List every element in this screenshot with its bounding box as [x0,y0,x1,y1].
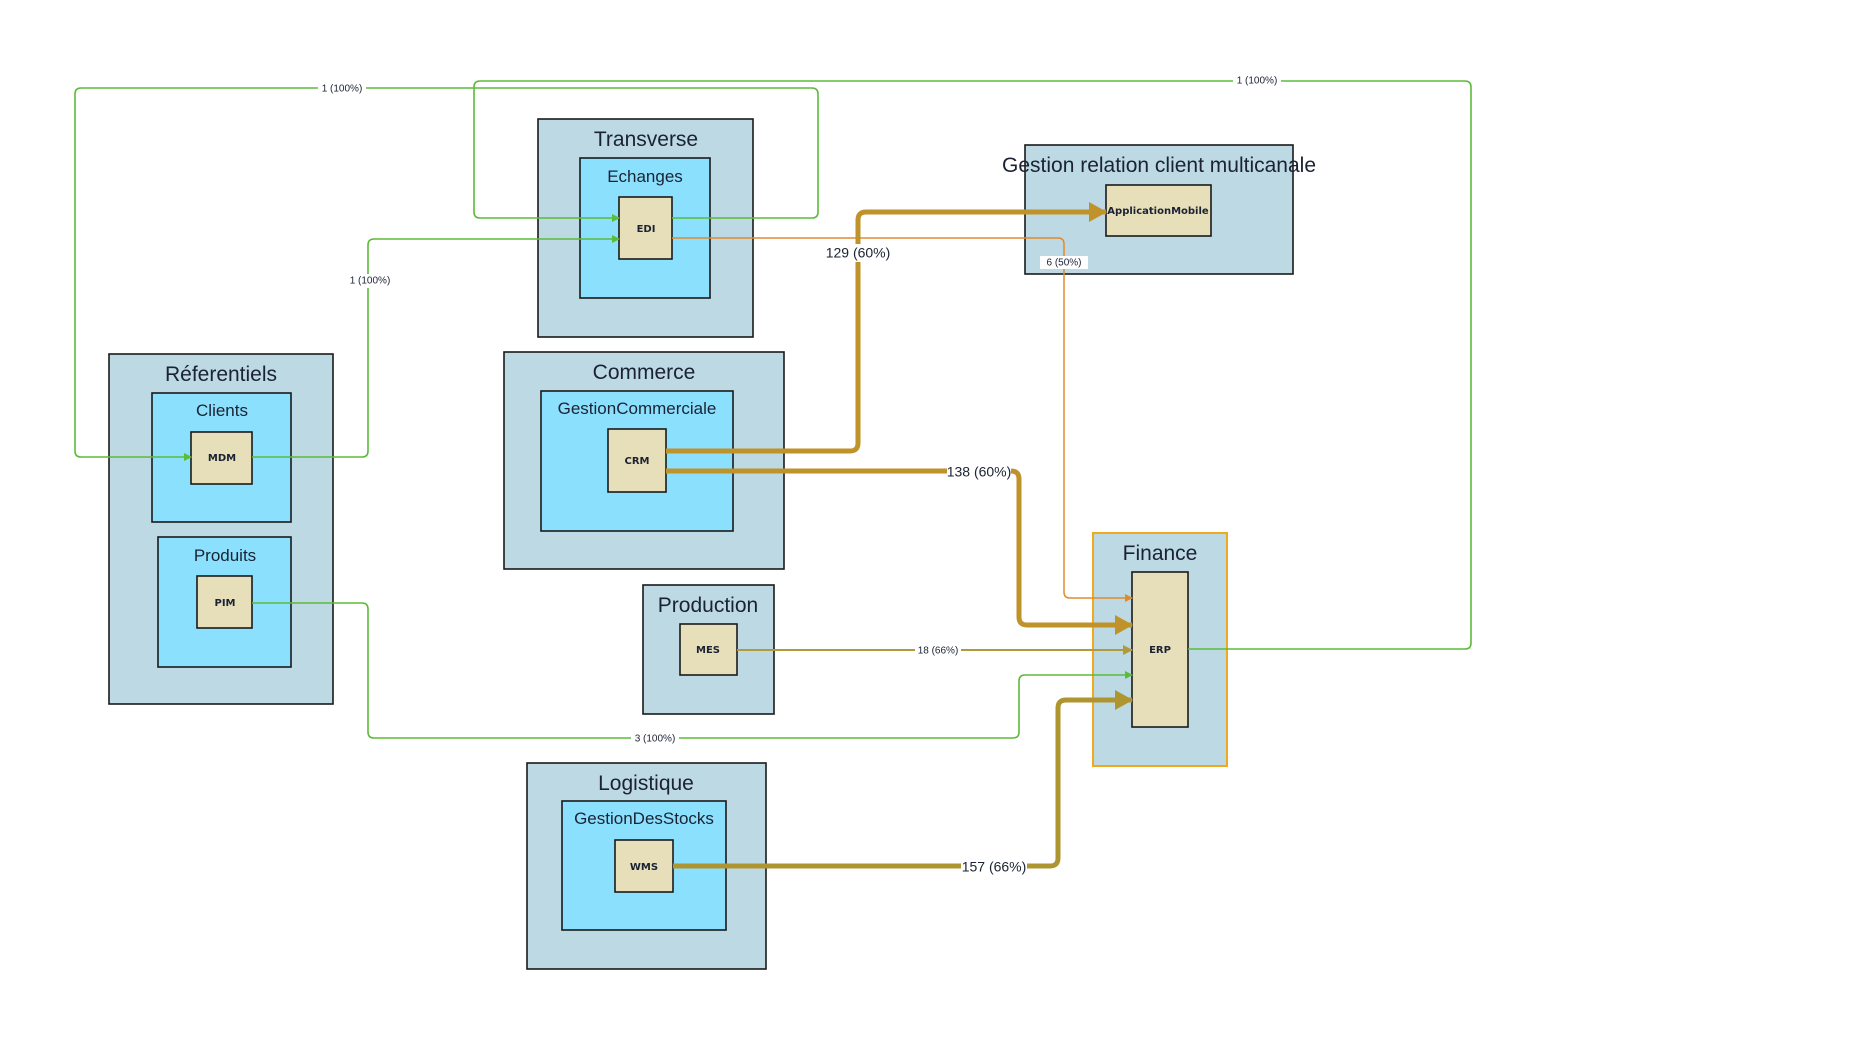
subzone-echanges: Echanges EDI [579,157,711,299]
flow-label: 3 (100%) [635,734,676,745]
app-pim[interactable]: PIM [196,575,253,629]
app-label: EDI [637,224,656,235]
app-label: MDM [208,453,236,464]
flow-label: 1 (100%) [350,276,391,287]
zone-transverse: Transverse Echanges EDI [537,118,754,338]
zone-referentiels: Réferentiels Clients MDM Produits PIM [108,353,334,705]
flow-crm-erp[interactable]: 138 (60%) [666,463,1133,635]
app-crm[interactable]: CRM [607,428,667,493]
flow-label: 138 (60%) [947,464,1012,480]
subzone-title: GestionCommerciale [558,399,717,418]
flow-label: 1 (100%) [322,84,363,95]
subzone-title: GestionDesStocks [574,809,714,828]
subzone-produits: Produits PIM [157,536,292,668]
app-edi[interactable]: EDI [618,196,673,260]
app-label: ERP [1149,645,1171,656]
flow-crm-appmobile[interactable]: 129 (60%) [666,202,1107,454]
flow-label: 157 (66%) [962,859,1027,875]
zone-title: Gestion relation client multicanale [1002,154,1316,177]
zone-title: Finance [1123,542,1198,565]
app-erp[interactable]: ERP [1131,571,1189,728]
app-mdm[interactable]: MDM [190,431,253,485]
flow-mdm-edi[interactable]: 1 (100%) [252,235,620,458]
flow-pim-erp[interactable]: 3 (100%) [252,602,1133,745]
flow-label: 1 (100%) [1237,76,1278,87]
zone-title: Réferentiels [165,363,277,386]
subzone-title: Echanges [607,167,683,186]
flow-edi-erp[interactable]: 6 (50%) [672,237,1133,602]
app-wms[interactable]: WMS [614,839,674,893]
app-label: WMS [630,862,658,873]
app-label: MES [696,645,720,656]
zone-title: Transverse [594,128,698,151]
flow-erp-edi[interactable]: 1 (100%) [473,75,1472,650]
flow-label: 6 (50%) [1046,258,1081,269]
app-label: CRM [625,456,650,467]
app-applicationmobile[interactable]: ApplicationMobile [1105,184,1212,237]
zone-commerce: Commerce GestionCommerciale CRM [503,351,785,570]
flow-edi-mdm[interactable]: 1 (100%) [74,82,819,461]
zone-title: Logistique [598,772,694,795]
app-label: PIM [214,598,235,609]
zone-grc: Gestion relation client multicanale Appl… [1002,144,1316,275]
subzone-title: Clients [196,401,248,420]
flow-label: 18 (66%) [918,646,959,657]
flow-mes-erp[interactable]: 18 (66%) [737,644,1133,657]
app-mes[interactable]: MES [679,623,738,676]
subzone-title: Produits [194,546,256,565]
zone-title: Commerce [593,361,696,384]
flow-label: 129 (60%) [826,245,891,261]
subzone-gestioncommerciale: GestionCommerciale CRM [540,390,734,532]
subzone-clients: Clients MDM [151,392,292,523]
app-label: ApplicationMobile [1107,206,1209,217]
flow-wms-erp[interactable]: 157 (66%) [673,690,1133,876]
zone-title: Production [658,594,758,617]
